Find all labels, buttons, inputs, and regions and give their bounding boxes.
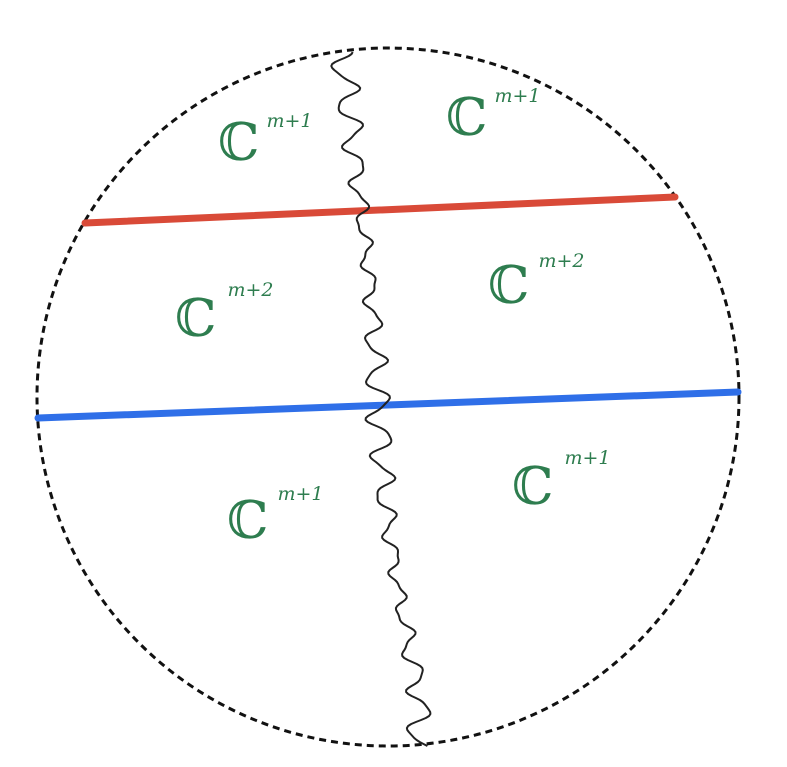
label-symbol: ℂ [488,256,529,316]
label-middle-left: ℂ m+2 [175,279,274,349]
label-exponent: m+2 [538,250,584,272]
label-exponent: m+1 [277,483,323,505]
label-bottom-left: ℂ m+1 [227,483,324,551]
wavy-line [330,51,432,747]
svg-text:ℂ m+2: ℂ m+2 [488,250,585,316]
label-exponent: m+1 [266,110,312,132]
svg-text:ℂ m+2: ℂ m+2 [175,279,274,349]
blue-line [34,388,742,422]
svg-text:ℂ m+1: ℂ m+1 [227,483,324,551]
label-exponent: m+2 [227,279,273,301]
disk-boundary [35,46,741,748]
label-top-left: ℂ m+1 [218,110,313,173]
label-exponent: m+1 [564,447,610,469]
label-symbol: ℂ [218,113,259,173]
label-symbol: ℂ [175,289,216,349]
label-middle-right: ℂ m+2 [488,250,585,316]
label-exponent: m+1 [494,85,540,107]
svg-text:ℂ m+1: ℂ m+1 [218,110,313,173]
svg-text:ℂ m+1: ℂ m+1 [512,447,611,517]
label-bottom-right: ℂ m+1 [512,447,611,517]
svg-text:ℂ m+1: ℂ m+1 [446,85,541,148]
red-line [81,193,679,227]
label-symbol: ℂ [446,88,487,148]
label-symbol: ℂ [227,491,268,551]
label-top-right: ℂ m+1 [446,85,541,148]
label-symbol: ℂ [512,457,553,517]
